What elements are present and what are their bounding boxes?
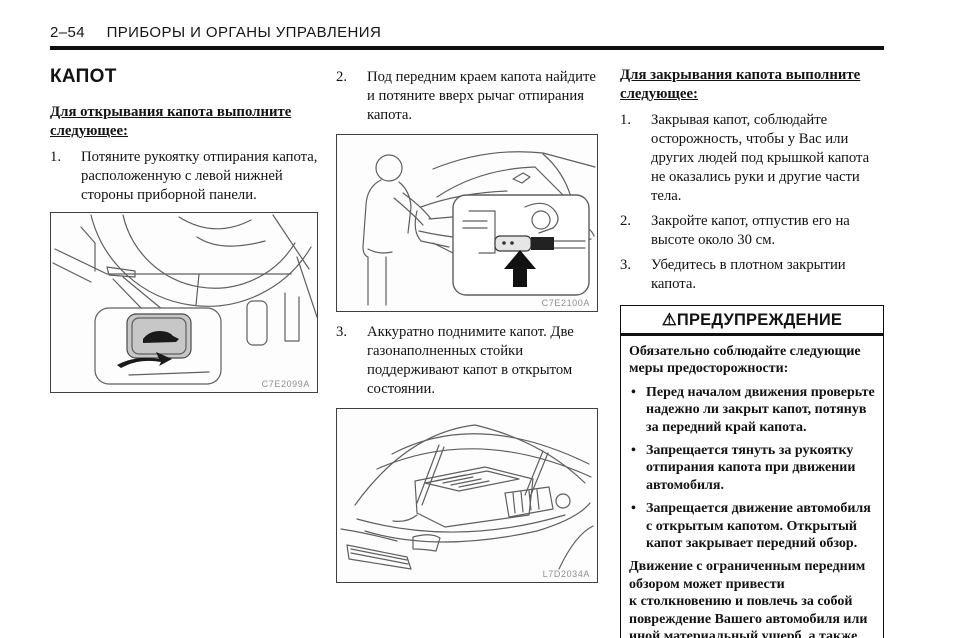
bullet-icon: • <box>631 501 636 517</box>
list-item: 1. Потяните рукоятку отпирания капота, р… <box>50 148 318 205</box>
header-rule <box>50 46 884 50</box>
pull-arrow-icon <box>117 352 172 368</box>
figure-open-hood: L7D2034A <box>336 408 598 583</box>
list-item: 3. Убедитесь в плотном закрытии капота. <box>620 256 884 294</box>
warning-bullet-text: Запрещается движение автомобиля с открыт… <box>646 501 871 552</box>
bullet-icon: • <box>631 384 636 400</box>
page-header: 2–54 ПРИБОРЫ И ОРГАНЫ УПРАВЛЕНИЯ <box>50 24 884 41</box>
engine-bay-illustration <box>340 424 594 570</box>
list-number: 2. <box>336 69 348 85</box>
list-number: 1. <box>50 149 62 165</box>
bullet-icon: • <box>631 443 636 459</box>
list-number: 1. <box>620 112 632 128</box>
list-number: 3. <box>336 324 348 340</box>
column-middle: 2. Под передним краем капота найдите и п… <box>336 60 598 583</box>
list-number: 3. <box>620 257 632 273</box>
list-item: 1. Закрывая капот, соблюдайте осторожнос… <box>620 111 884 206</box>
list-text: Убедитесь в плотном закрытии капота. <box>651 257 846 292</box>
chapter-title: ПРИБОРЫ И ОРГАНЫ УПРАВЛЕНИЯ <box>106 24 382 41</box>
figure-hood-latch: C7E2100A <box>336 134 598 312</box>
warning-title: ⚠ПРЕДУПРЕЖДЕНИЕ <box>621 306 883 336</box>
open-hood-subheading: Для открывания капота выполните следующе… <box>50 104 292 139</box>
list-item: 3. Аккуратно поднимите капот. Две газона… <box>336 323 598 399</box>
section-heading: КАПОТ <box>50 66 117 87</box>
warning-title-text: ПРЕДУПРЕЖДЕНИЕ <box>676 311 843 329</box>
list-item: 2. Под передним краем капота найдите и п… <box>336 68 598 125</box>
hood-release-icon <box>143 331 179 343</box>
dashboard-illustration <box>52 214 317 385</box>
list-text: Аккуратно поднимите капот. Две газонапол… <box>367 324 574 397</box>
figure-code: C7E2099A <box>261 379 310 389</box>
warning-intro: Обязательно соблюдайте следующие меры пр… <box>629 344 861 377</box>
warning-bullet-text: Перед началом движения проверьте надежно… <box>646 384 875 435</box>
figure-hood-release-handle: C7E2099A <box>50 212 318 393</box>
warning-bullet-text: Запрещается тянуть за рукоятку отпирания… <box>646 443 856 493</box>
warning-box: ⚠ПРЕДУПРЕЖДЕНИЕ Обязательно соблюдайте с… <box>620 305 884 638</box>
figure-code: C7E2100A <box>541 298 590 308</box>
warning-bullet: • Запрещается тянуть за рукоятку отпиран… <box>629 442 875 494</box>
list-text: Закройте капот, отпустив его на высоте о… <box>651 213 850 248</box>
page-number: 2–54 <box>50 24 85 41</box>
list-number: 2. <box>620 213 632 229</box>
close-hood-subheading: Для закрывания капота выполните следующе… <box>620 67 861 102</box>
column-left: КАПОТ Для открывания капота выполните сл… <box>50 60 318 393</box>
figure-code: L7D2034A <box>542 569 590 579</box>
list-text: Закрывая капот, соблюдайте осторожность,… <box>651 112 870 204</box>
up-arrow-icon <box>504 250 536 287</box>
warning-bullet: • Перед началом движения проверьте надеж… <box>629 384 875 436</box>
car-front-illustration <box>362 151 596 306</box>
warning-bullet: • Запрещается движение автомобиля с откр… <box>629 500 875 552</box>
column-right: Для закрывания капота выполните следующе… <box>620 60 884 638</box>
warning-triangle-icon: ⚠ <box>661 311 677 329</box>
list-text: Потяните рукоятку отпирания капота, расп… <box>81 149 318 203</box>
warning-outro: Движение с ограниченным передним обзором… <box>629 559 868 638</box>
list-text: Под передним краем капота найдите и потя… <box>367 69 596 123</box>
warning-body: Обязательно соблюдайте следующие меры пр… <box>621 336 883 638</box>
list-item: 2. Закройте капот, отпустив его на высот… <box>620 212 884 250</box>
